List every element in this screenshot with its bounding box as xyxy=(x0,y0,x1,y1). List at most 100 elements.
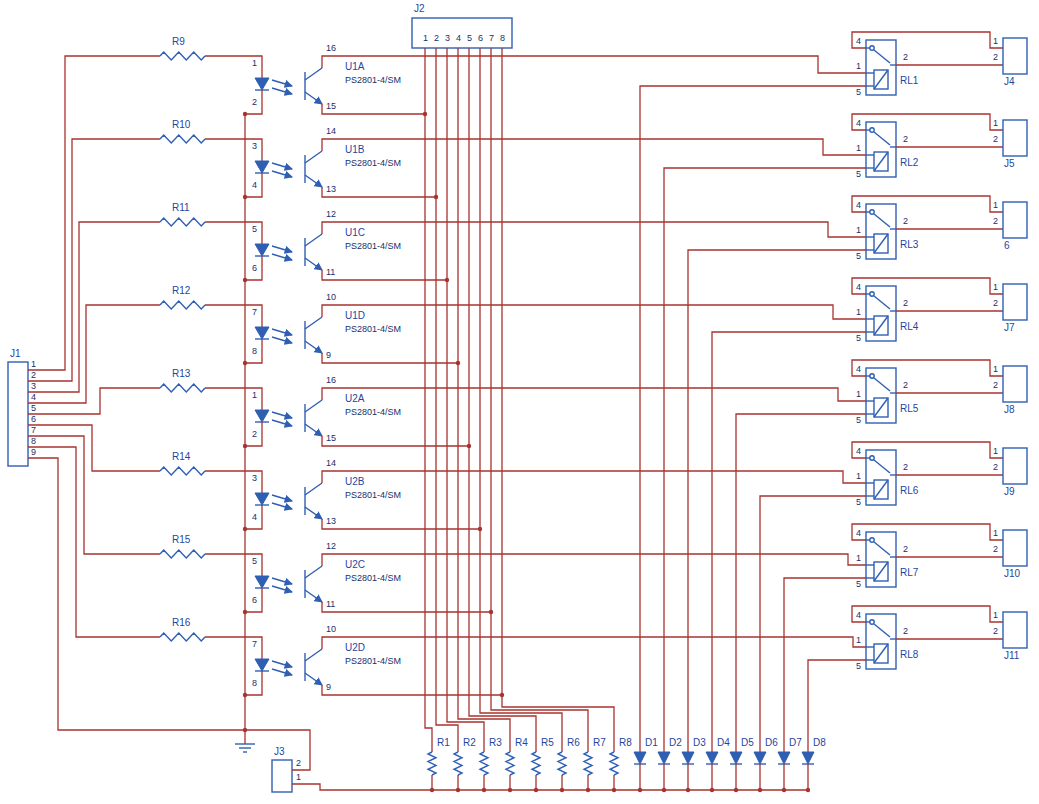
relay-coil xyxy=(866,564,874,565)
wire xyxy=(784,578,866,752)
connector-name: J10 xyxy=(1004,569,1020,579)
wire xyxy=(245,588,262,612)
light-arrow xyxy=(272,337,292,343)
pin-number: 1 xyxy=(423,34,428,43)
pin-number: 1 xyxy=(856,226,861,235)
relay-coil xyxy=(874,562,888,581)
part-number: PS2801-4/SM xyxy=(345,657,401,666)
pin-number: 2 xyxy=(903,545,908,554)
wire xyxy=(245,173,262,197)
wire xyxy=(896,64,1003,65)
resistor-symbol xyxy=(160,218,205,226)
pin-number: 13 xyxy=(326,185,336,194)
relay-contact xyxy=(890,64,896,65)
wire xyxy=(245,505,262,529)
pin-number: 8 xyxy=(31,437,36,446)
wire xyxy=(760,496,866,752)
wire xyxy=(322,519,480,529)
relay-coil xyxy=(874,70,888,89)
wire xyxy=(425,48,432,752)
resistor-name: R16 xyxy=(172,618,190,628)
pin-number: 7 xyxy=(252,640,257,649)
pin-number: 6 xyxy=(31,415,36,424)
wire xyxy=(639,764,640,790)
resistor-symbol xyxy=(160,550,205,558)
pin-number: 7 xyxy=(252,308,257,317)
pin-number: 1 xyxy=(993,37,998,46)
phototransistor-symbol xyxy=(304,404,305,432)
pin-number: 1 xyxy=(993,365,998,374)
relay-name: RL8 xyxy=(900,650,918,660)
resistor-name: R9 xyxy=(172,37,185,47)
phototransistor-symbol xyxy=(304,653,305,681)
ground-symbol xyxy=(239,747,251,748)
relay-name: RL4 xyxy=(900,322,918,332)
wire xyxy=(205,305,262,327)
light-arrow xyxy=(272,495,292,501)
phototransistor-symbol xyxy=(305,649,322,661)
relay-coil xyxy=(874,316,888,335)
part-number: PS2801-4/SM xyxy=(345,159,401,168)
connector-body xyxy=(1003,530,1027,566)
light-arrow xyxy=(272,171,292,177)
wire xyxy=(205,388,262,410)
pin-number: 7 xyxy=(489,34,494,43)
wire xyxy=(896,638,1003,639)
phototransistor-symbol xyxy=(305,317,322,329)
ground-symbol xyxy=(243,751,247,752)
resistor-symbol xyxy=(428,752,436,775)
pin-number: 2 xyxy=(993,463,998,472)
connector-name: J7 xyxy=(1004,323,1015,333)
phototransistor-symbol xyxy=(305,673,322,685)
wire xyxy=(322,554,866,566)
relay-contact xyxy=(870,374,874,378)
resistor-name: R13 xyxy=(172,369,190,379)
junction-dot xyxy=(243,444,247,448)
relay-contact xyxy=(890,638,896,639)
junction-dot xyxy=(243,278,247,282)
relay-name: RL2 xyxy=(900,158,918,168)
pin-number: 9 xyxy=(31,448,36,457)
resistor-name: R2 xyxy=(463,738,476,748)
connector-name: J4 xyxy=(1004,77,1015,87)
pin-number: 14 xyxy=(326,127,336,136)
phototransistor-symbol xyxy=(305,175,322,187)
wire xyxy=(28,222,160,392)
phototransistor-symbol xyxy=(305,483,322,495)
part-number: PS2801-4/SM xyxy=(345,325,401,334)
pin-number: 4 xyxy=(456,34,461,43)
pin-number: 4 xyxy=(856,37,861,46)
unit-name: U1A xyxy=(345,62,364,72)
pin-number: 2 xyxy=(903,217,908,226)
relay-switch-arm xyxy=(874,296,890,309)
relay-name: RL6 xyxy=(900,486,918,496)
wire xyxy=(292,784,808,790)
wire xyxy=(852,278,1003,294)
relay-coil xyxy=(874,152,888,171)
pin-number: 3 xyxy=(252,474,257,483)
wire xyxy=(688,250,866,752)
relay-contact xyxy=(866,457,870,458)
wire xyxy=(322,56,866,73)
pin-number: 4 xyxy=(252,513,257,522)
wire xyxy=(896,474,1003,475)
phototransistor-symbol xyxy=(304,155,305,183)
pin-number: 3 xyxy=(31,382,36,391)
connector-name: 6 xyxy=(1004,241,1010,251)
relay-coil xyxy=(874,398,888,417)
pin-number: 1 xyxy=(31,360,36,369)
connector-body xyxy=(1003,612,1027,648)
pin-number: 2 xyxy=(434,34,439,43)
relay-switch-arm xyxy=(874,378,890,391)
wire xyxy=(535,775,536,790)
light-arrow xyxy=(272,246,292,252)
unit-name: U1D xyxy=(345,311,365,321)
wire xyxy=(322,353,458,363)
diode-name: D1 xyxy=(645,738,658,748)
relay-contact xyxy=(866,293,870,294)
pin-number: 9 xyxy=(326,351,331,360)
light-arrow xyxy=(272,503,292,509)
pin-number: 5 xyxy=(856,334,861,343)
connector-name: J3 xyxy=(274,747,285,757)
